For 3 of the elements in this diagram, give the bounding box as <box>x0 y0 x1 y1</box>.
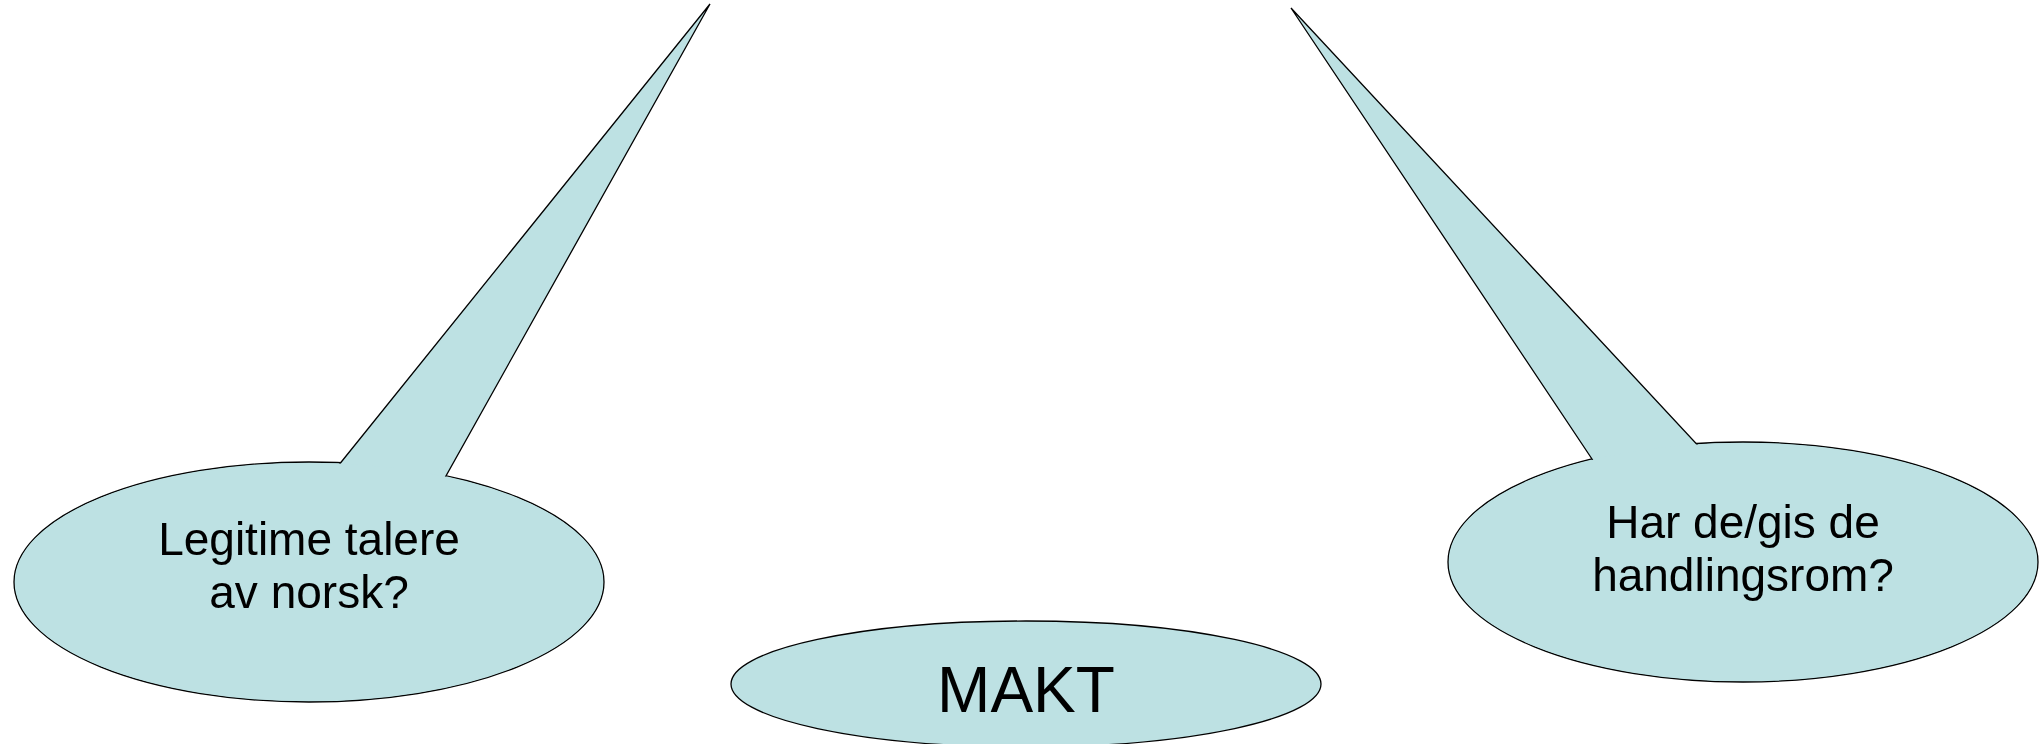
bubble-text: MAKT <box>936 654 1116 728</box>
bubble-text: Legitime talere av norsk? <box>157 513 461 619</box>
bubble-text: Har de/gis de handlingsrom? <box>1591 496 1895 602</box>
